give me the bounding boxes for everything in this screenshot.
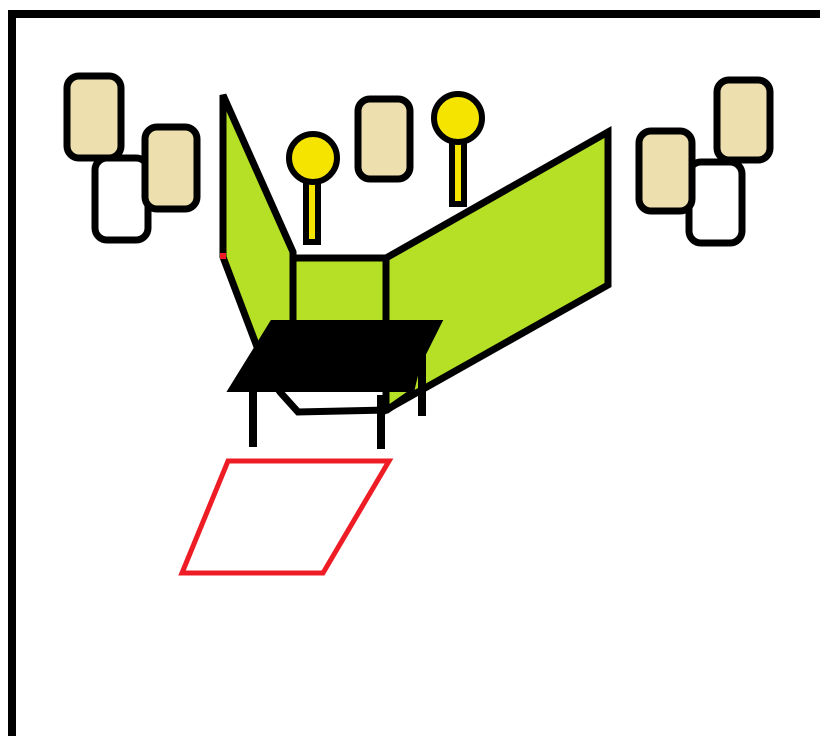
chair-group-left — [63, 72, 201, 244]
chair-group-right — [635, 76, 774, 247]
chair-icon — [141, 123, 201, 213]
chair-icon — [91, 154, 152, 244]
chair-icon — [713, 76, 774, 164]
desk-icon — [226, 320, 444, 449]
chair-icon — [685, 158, 746, 247]
floor-lamp-icon — [286, 131, 340, 245]
chair-icon — [63, 72, 125, 162]
chair-icon — [635, 127, 696, 215]
floor-lamp-icon — [431, 91, 485, 207]
rug-outline-icon — [178, 458, 394, 576]
chair-icon-center — [354, 95, 414, 183]
